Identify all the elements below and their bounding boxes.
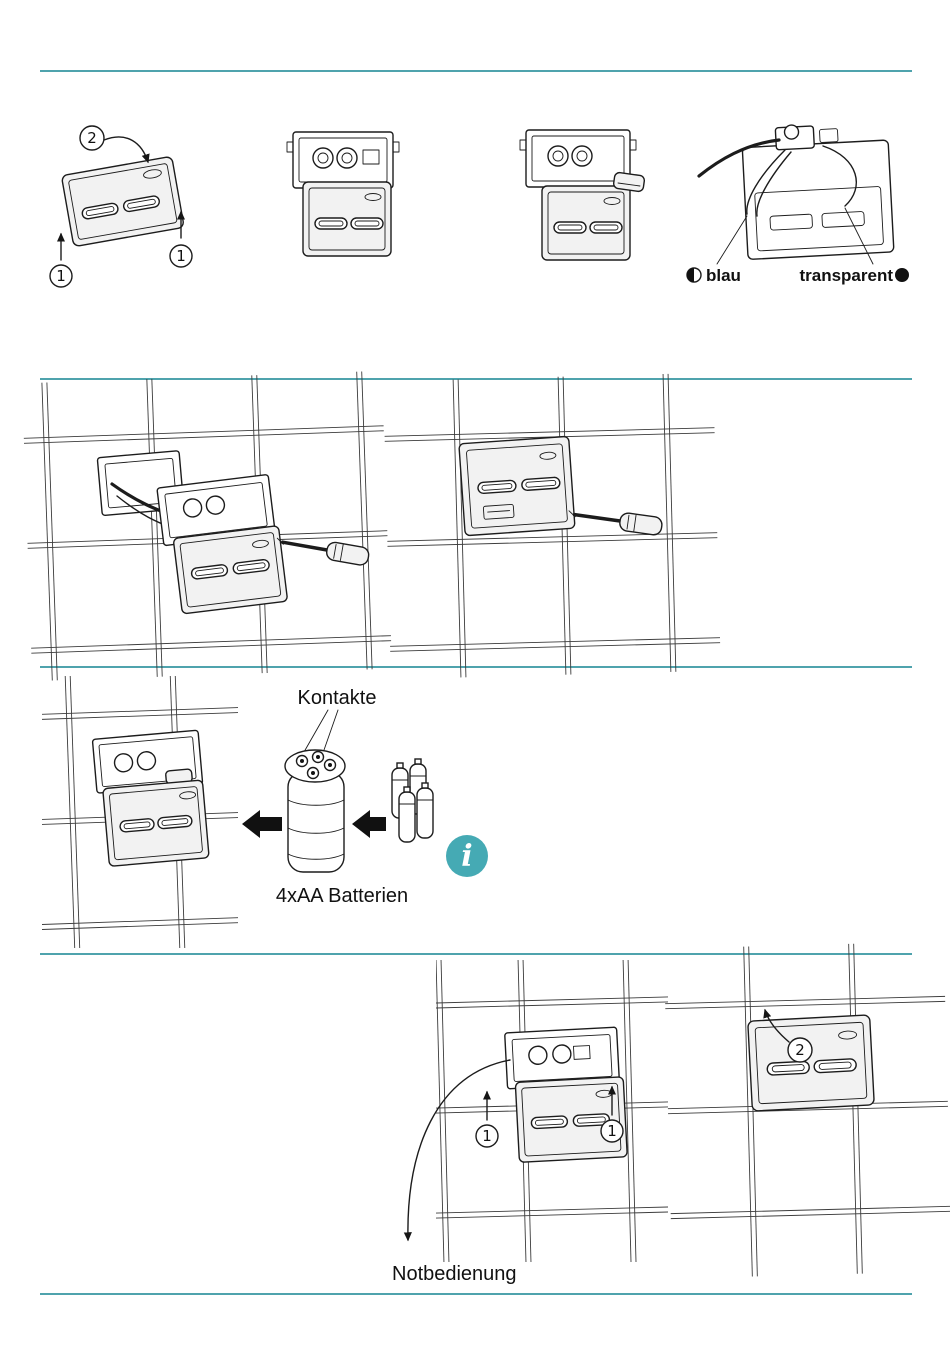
step-1-label: 1 (607, 1122, 617, 1140)
flush-plate (747, 1014, 875, 1112)
frame-plate-assembly (156, 474, 288, 615)
fig-frame-with-plate (286, 131, 400, 257)
actuator-lever (612, 171, 646, 193)
section-divider (40, 666, 912, 668)
fig-wiring-back-view: blau transparent (686, 124, 909, 285)
aa-batteries (391, 758, 434, 843)
brand-logo-icon (603, 197, 621, 205)
filled-circle-icon (895, 268, 909, 282)
battery-holder (284, 749, 346, 873)
step-badge (787, 1037, 813, 1063)
left-arrow-icon (352, 810, 386, 838)
leader-line (716, 215, 748, 265)
blau-label: blau (706, 266, 741, 285)
flush-plate (541, 185, 631, 261)
wire (822, 145, 857, 207)
section-divider (40, 1293, 912, 1295)
info-icon: i (446, 835, 488, 877)
wire-label-blau: blau (686, 266, 741, 285)
brand-logo-icon (252, 539, 269, 548)
step-badge (49, 264, 73, 288)
fig-screw-fastening-1 (23, 371, 392, 681)
leader-line (844, 207, 874, 265)
fig-plate-reattach: 2 (665, 943, 950, 1277)
leader-line (303, 709, 329, 753)
screwdriver-icon (568, 510, 663, 536)
step-badge (169, 244, 193, 268)
fig-screw-fastening-2 (384, 373, 721, 678)
brand-logo-icon (364, 193, 382, 201)
brand-logo-icon (179, 791, 197, 800)
batteries-label: 4xAA Batterien (276, 885, 408, 907)
step-badge (79, 125, 105, 151)
section-divider (40, 378, 912, 380)
step-2-label: 2 (795, 1041, 805, 1059)
step-1-label: 1 (482, 1127, 492, 1145)
leader-line (323, 709, 339, 751)
screwdriver-icon (276, 537, 370, 566)
cable (697, 138, 781, 178)
flush-plate (458, 435, 576, 537)
step-1-label: 1 (56, 267, 66, 285)
mounting-frame (519, 129, 637, 188)
step-2-label: 2 (87, 129, 97, 147)
curved-arrow-icon (403, 1059, 511, 1242)
transparent-label: transparent (799, 266, 893, 285)
emergency-label: Notbedienung (392, 1263, 517, 1285)
mounting-frame (286, 131, 400, 189)
wire-label-transparent: transparent (799, 266, 909, 285)
svg-text:i: i (461, 839, 472, 874)
contacts-label: Kontakte (298, 687, 377, 709)
brand-logo-icon (143, 169, 162, 179)
fig-battery-installation: Kontakte (42, 676, 488, 948)
frame-plate-assembly (91, 729, 210, 867)
tile-wall (665, 943, 950, 1277)
step-1-label: 1 (176, 247, 186, 265)
fig-frame-with-valve (519, 129, 646, 261)
fig-emergency-operation: 1 1 Notbedienung (392, 960, 668, 1285)
wire (746, 149, 786, 215)
flush-plate (302, 181, 392, 257)
flush-plate (61, 156, 184, 247)
curved-arrow-icon (763, 1008, 790, 1043)
section-divider (40, 70, 912, 72)
curved-arrow-icon (103, 136, 150, 164)
section-divider (40, 953, 912, 955)
fig-plate-removal: 2 1 1 (49, 125, 193, 288)
step-badge (600, 1119, 624, 1143)
step-badge (475, 1124, 499, 1148)
frame-plate-assembly (504, 1026, 628, 1163)
wire (756, 151, 792, 217)
brand-logo-icon (838, 1030, 858, 1040)
brand-logo-icon (539, 451, 557, 460)
left-arrow-icon (242, 810, 282, 838)
